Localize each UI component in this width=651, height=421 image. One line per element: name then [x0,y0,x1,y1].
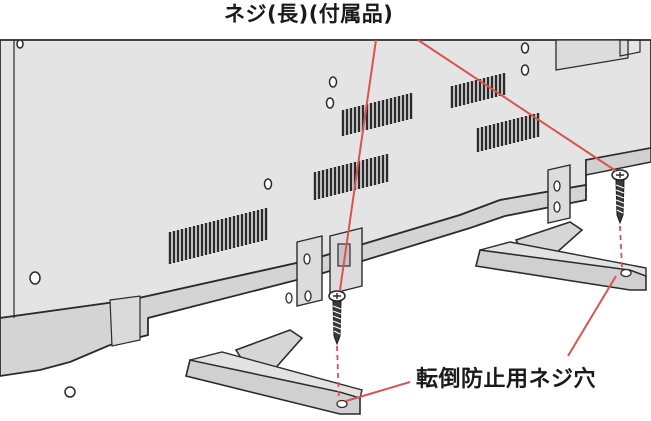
vent-grille-lower-left [168,208,268,264]
stand-left [185,329,363,415]
hole-callout-label: 転倒防止用ネジ穴 [416,367,597,392]
screw-left [328,290,346,346]
vent-grille-middle [313,154,389,200]
screw-callout-label: ネジ(長)(付属品) [224,2,394,26]
vent-grille-top-right [450,73,506,108]
stand-right [475,221,647,291]
tv-back-panel [0,39,651,398]
screw-right [611,169,629,225]
panel-holes [16,39,530,285]
insertion-guides [336,225,623,403]
bracket-plate-center [329,227,363,295]
screw-left-pointer [339,39,377,291]
pointer-lines [339,39,617,402]
bracket-plate-left [285,235,323,307]
screw-right-pointer [417,39,617,172]
hole-right-pointer [567,275,617,357]
bracket-plate-right [547,164,571,224]
vent-grille-middle-right [476,113,540,152]
hole-left-pointer [345,381,411,402]
